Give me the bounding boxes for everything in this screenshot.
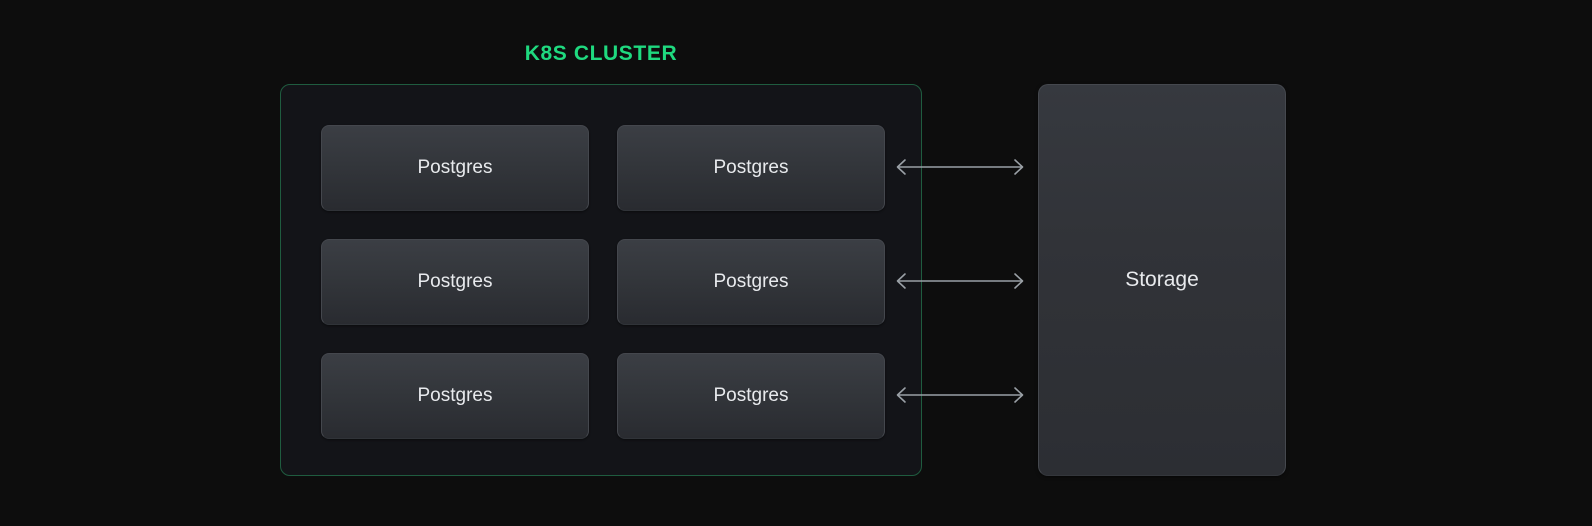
postgres-node[interactable]: Postgres [617,353,885,439]
postgres-node-label: Postgres [713,271,789,292]
postgres-node-label: Postgres [417,385,493,406]
postgres-node[interactable]: Postgres [617,125,885,211]
k8s-cluster-boundary: Postgres Postgres Postgres Postgres Post… [280,84,922,476]
postgres-node-label: Postgres [417,271,493,292]
storage-node-label: Storage [1125,268,1199,291]
postgres-node[interactable]: Postgres [321,239,589,325]
postgres-node[interactable]: Postgres [617,239,885,325]
postgres-node-grid: Postgres Postgres Postgres Postgres Post… [321,125,885,439]
storage-link-row-1 [888,155,1032,179]
postgres-node[interactable]: Postgres [321,125,589,211]
postgres-node-label: Postgres [713,385,789,406]
postgres-node[interactable]: Postgres [321,353,589,439]
storage-link-row-2 [888,269,1032,293]
storage-link-row-3 [888,383,1032,407]
postgres-node-label: Postgres [417,157,493,178]
cluster-title: K8S CLUSTER [524,42,678,65]
bidirectional-arrow-icon [896,273,1024,289]
bidirectional-arrow-icon [896,159,1024,175]
bidirectional-arrow-icon [896,387,1024,403]
postgres-node-label: Postgres [713,157,789,178]
storage-node[interactable]: Storage [1038,84,1286,476]
